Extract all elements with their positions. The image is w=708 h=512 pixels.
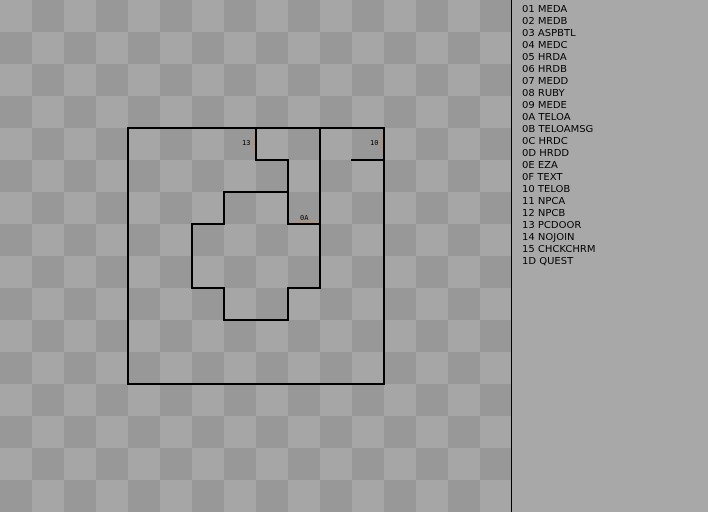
entity-markers	[253, 134, 383, 223]
entity-list: 01 MEDA 02 MEDB 03 ASPBTL 04 MEDC 05 HRD…	[512, 0, 708, 268]
map-walls: 13 10 0A	[127, 127, 385, 385]
entity-item-0d[interactable]: 0D HRDD	[522, 148, 570, 159]
entity-item-0f[interactable]: 0F TEXT	[522, 172, 563, 183]
entity-item-07[interactable]: 07 MEDD	[522, 76, 569, 87]
entity-item-13[interactable]: 13 PCDOOR	[522, 220, 582, 231]
entity-item-1d[interactable]: 1D QUEST	[522, 256, 574, 267]
map-canvas[interactable]: 13 10 0A	[0, 0, 511, 512]
entity-item-06[interactable]: 06 HRDB	[522, 64, 567, 75]
entity-item-01[interactable]: 01 MEDA	[522, 4, 568, 15]
entity-item-02[interactable]: 02 MEDB	[522, 16, 568, 27]
entity-item-09[interactable]: 09 MEDE	[522, 100, 567, 111]
entity-item-12[interactable]: 12 NPCB	[522, 208, 566, 219]
wall-lines	[127, 127, 385, 385]
panel-divider	[511, 0, 512, 512]
entity-item-14[interactable]: 14 NOJOIN	[522, 232, 575, 243]
tile-label-10[interactable]: 10	[370, 139, 378, 147]
entity-item-04[interactable]: 04 MEDC	[522, 40, 568, 51]
entity-item-11[interactable]: 11 NPCA	[522, 196, 566, 207]
entity-item-05[interactable]: 05 HRDA	[522, 52, 567, 63]
entity-item-03[interactable]: 03 ASPBTL	[522, 28, 576, 39]
tile-label-0a[interactable]: 0A	[300, 214, 309, 222]
entity-item-10[interactable]: 10 TELOB	[522, 184, 571, 195]
tile-label-13[interactable]: 13	[242, 139, 250, 147]
entity-item-0a[interactable]: 0A TELOA	[522, 112, 571, 123]
entity-item-0b[interactable]: 0B TELOAMSG	[522, 124, 594, 135]
entity-item-0c[interactable]: 0C HRDC	[522, 136, 568, 147]
entity-item-0e[interactable]: 0E EZA	[522, 160, 558, 171]
entity-item-15[interactable]: 15 CHCKCHRM	[522, 244, 596, 255]
entity-panel: 01 MEDA 02 MEDB 03 ASPBTL 04 MEDC 05 HRD…	[512, 0, 708, 512]
entity-item-08[interactable]: 08 RUBY	[522, 88, 565, 99]
